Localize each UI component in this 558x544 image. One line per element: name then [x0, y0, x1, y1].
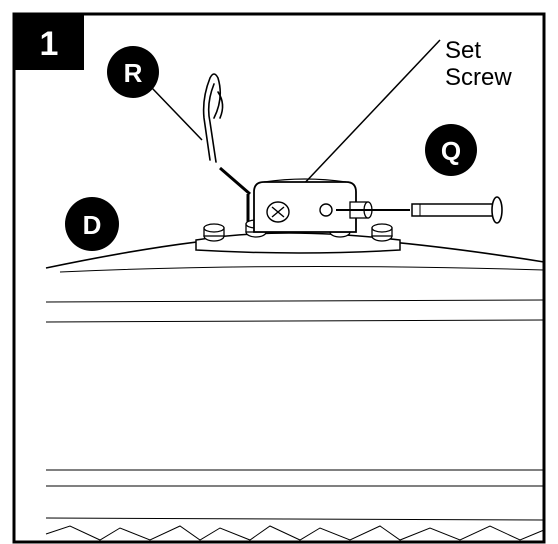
callout-d-label: D [83, 210, 102, 240]
bracket-pin-hole [319, 203, 333, 217]
bowl-texture-pattern [45, 525, 545, 541]
set-screw-head [266, 201, 290, 223]
set-screw-line2: Screw [445, 64, 512, 91]
r-clip-leader-line [219, 166, 251, 196]
dome-top-inner [59, 265, 545, 273]
set-screw-label: Set Screw [445, 37, 512, 91]
clevis-pin [336, 196, 503, 224]
bowl-rim-lines [45, 299, 545, 521]
callout-r-leader [151, 87, 203, 141]
callout-q: Q [425, 124, 477, 176]
callout-r: R [107, 46, 159, 98]
callout-r-label: R [124, 58, 143, 88]
frame-border [12, 12, 546, 544]
r-clip-pin [202, 73, 224, 163]
set-screw-line1: Set [445, 37, 481, 64]
step-number-badge: 1 [14, 14, 84, 70]
step-number: 1 [40, 25, 59, 63]
callout-q-label: Q [441, 136, 461, 166]
base-plate [195, 232, 401, 254]
callout-d: D [65, 197, 119, 251]
